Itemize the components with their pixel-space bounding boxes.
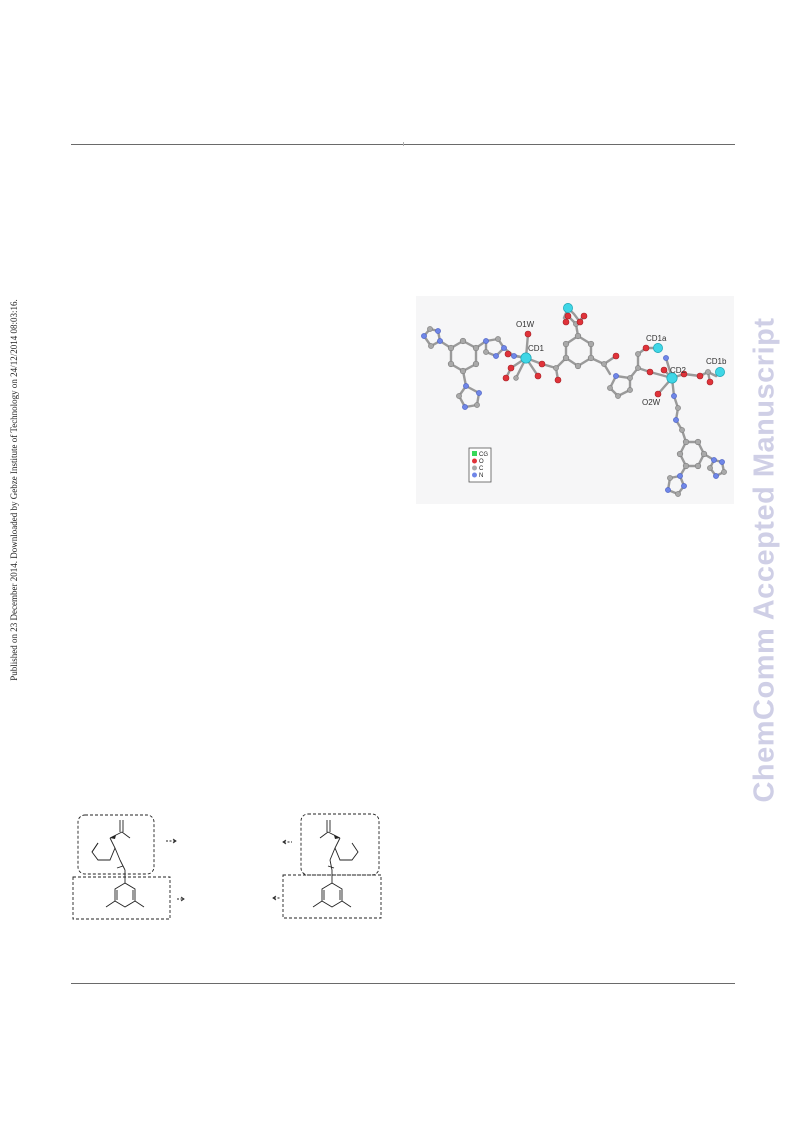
label-cd1a: CD1a <box>646 334 667 343</box>
atom-legend: CG O C N <box>468 447 492 483</box>
ligand-scheme-drawing <box>72 813 382 920</box>
legend-c: C <box>479 466 484 472</box>
legend-n: N <box>479 473 483 479</box>
left-pyrrolidine-ring <box>91 837 116 861</box>
accepted-manuscript-watermark: ChemComm Accepted Manuscript <box>748 317 781 803</box>
left-pyrrolidine-box <box>77 814 155 875</box>
label-o1w: O1W <box>516 320 535 329</box>
cadmium-atoms <box>520 303 725 384</box>
carbon-atoms <box>427 321 727 497</box>
column-divider-mark <box>403 142 404 146</box>
legend-o: O <box>479 459 484 465</box>
ligand-scheme-figure <box>70 808 390 926</box>
right-stereo-wedge <box>334 835 340 839</box>
legend-swatch-n <box>472 472 477 478</box>
left-stereo-wedge <box>110 835 116 839</box>
footer-rule <box>71 983 735 984</box>
right-benzene-ring <box>321 882 343 908</box>
legend-cg: CG <box>479 452 488 458</box>
legend-swatch-o <box>472 458 477 464</box>
label-o2w: O2W <box>642 398 661 407</box>
left-benzene-ring <box>114 882 136 908</box>
legend-swatch-cg <box>472 451 477 456</box>
publication-note: Published on 23 December 2014. Downloade… <box>9 299 19 681</box>
label-cd2: CD2 <box>670 366 687 375</box>
crystal-structure-figure: O1W CD1 CD1a CD1b CD2 O2W CG O C N <box>416 296 734 504</box>
legend-swatch-c <box>472 465 477 471</box>
crystal-structure-drawing: O1W CD1 CD1a CD1b CD2 O2W CG O C N <box>421 303 727 497</box>
label-cd1: CD1 <box>528 344 545 353</box>
nitrogen-atoms <box>421 328 725 493</box>
oxygen-atoms <box>502 312 714 398</box>
left-phenyl-box <box>72 876 171 920</box>
label-cd1b: CD1b <box>706 357 727 366</box>
right-pyrrolidine-ring <box>334 837 359 861</box>
right-pyrrolidine-box <box>300 813 380 876</box>
right-phenyl-box <box>282 874 382 919</box>
